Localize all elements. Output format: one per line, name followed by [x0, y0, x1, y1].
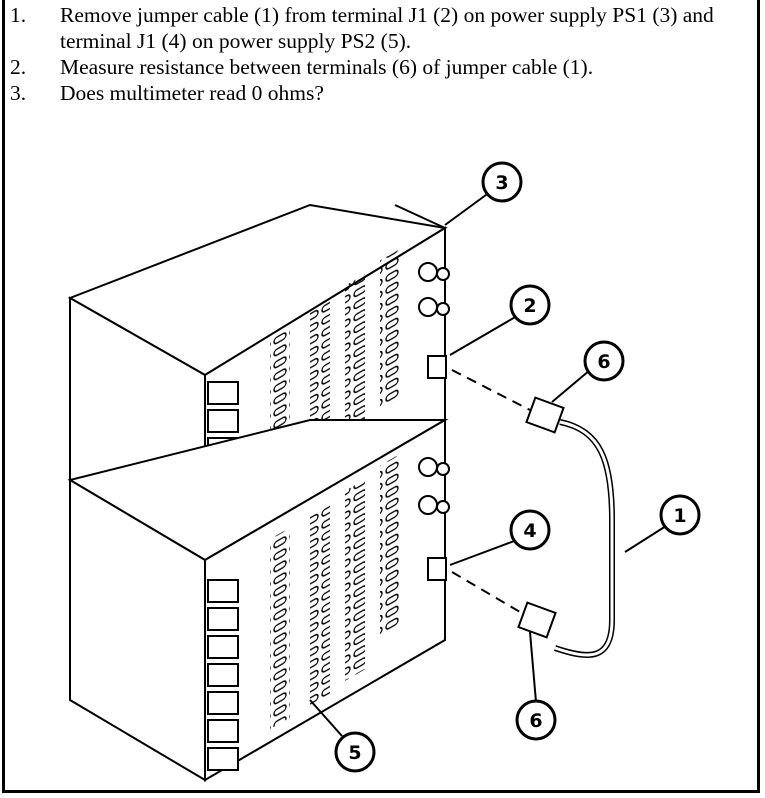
callout-5: 5 — [334, 731, 376, 773]
svg-text:3: 3 — [495, 172, 508, 194]
leader-lines — [309, 191, 667, 737]
ps2-terminal-j1 — [427, 557, 447, 581]
cable-terminal-top — [525, 396, 565, 434]
svg-text:5: 5 — [348, 742, 361, 764]
cable-terminal-bottom — [517, 601, 557, 639]
ps1-terminal-j1 — [427, 355, 447, 379]
svg-text:2: 2 — [523, 295, 536, 317]
step-1: 1. Remove jumper cable (1) from terminal… — [10, 2, 750, 54]
step-number: 1. — [10, 3, 27, 27]
svg-text:6: 6 — [597, 351, 610, 373]
ps2-binding-posts — [418, 457, 450, 515]
step-2: 2. Measure resistance between terminals … — [10, 54, 750, 80]
svg-text:6: 6 — [529, 710, 542, 732]
step-text: Does multimeter read 0 ohms? — [60, 81, 324, 105]
jumper-cable — [451, 369, 615, 658]
step-text: Remove jumper cable (1) from terminal J1… — [60, 3, 714, 53]
step-number: 2. — [10, 55, 27, 79]
callout-1: 1 — [659, 494, 701, 536]
callout-4: 4 — [509, 509, 551, 551]
callout-2: 2 — [509, 284, 551, 326]
step-number: 3. — [10, 81, 27, 105]
callout-6-top: 6 — [583, 340, 625, 382]
step-3: 3. Does multimeter read 0 ohms? — [10, 80, 750, 106]
callout-6-bottom: 6 — [515, 699, 557, 741]
step-text: Measure resistance between terminals (6)… — [60, 55, 594, 79]
callout-3: 3 — [481, 161, 523, 203]
procedure-steps: 1. Remove jumper cable (1) from terminal… — [10, 2, 750, 106]
svg-text:1: 1 — [673, 505, 686, 527]
power-supply-ps2 — [67, 418, 450, 782]
svg-text:4: 4 — [523, 520, 536, 542]
ps1-binding-posts — [418, 262, 450, 317]
ps2-side-connectors — [207, 579, 239, 771]
